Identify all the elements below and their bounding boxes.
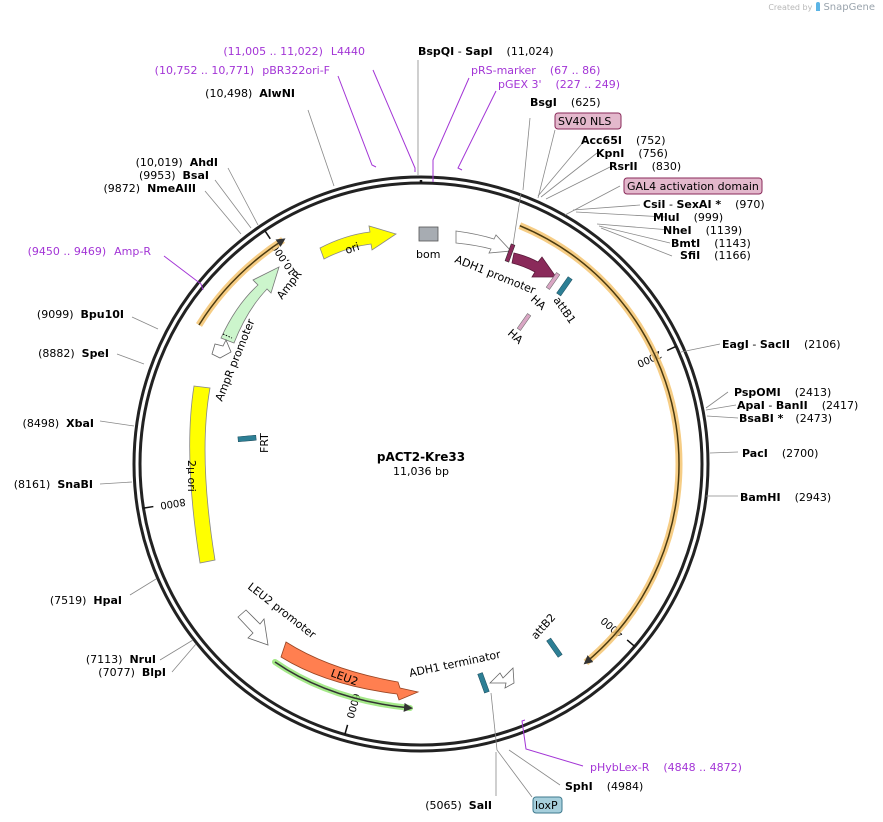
feature-ori[interactable]: ori xyxy=(319,225,397,260)
svg-text:BspQI - SapI(11,024): BspQI - SapI(11,024) xyxy=(418,45,554,58)
credit-prefix: Created by xyxy=(768,3,813,12)
svg-text:HA: HA xyxy=(505,327,526,348)
svg-text:MluI(999): MluI(999) xyxy=(653,211,723,224)
svg-text:pHybLex-R(4848 .. 4872): pHybLex-R(4848 .. 4872) xyxy=(590,761,742,774)
primer-name: L4440 xyxy=(331,45,365,58)
svg-text:(9099)Bpu10I: (9099)Bpu10I xyxy=(37,308,124,321)
svg-text:ADH1 terminator: ADH1 terminator xyxy=(408,648,502,680)
svg-text:2μ ori: 2μ ori xyxy=(185,460,198,492)
svg-text:Acc65I(752): Acc65I(752) xyxy=(581,134,666,147)
svg-text:(5065)SalI: (5065)SalI xyxy=(425,799,492,812)
gal4-orf-arrow xyxy=(518,222,683,666)
svg-text:LEU2: LEU2 xyxy=(329,667,360,689)
feature-attb1[interactable]: attB1 xyxy=(551,276,579,327)
svg-text:loxP: loxP xyxy=(535,799,558,812)
svg-text:PacI(2700): PacI(2700) xyxy=(742,447,818,460)
tick-mark xyxy=(143,505,154,509)
gal4-activation-domain-label[interactable]: GAL4 activation domain xyxy=(623,177,763,195)
primer-leaders xyxy=(163,69,584,767)
svg-text:KpnI(756): KpnI(756) xyxy=(596,147,668,160)
ampr-orf-arrow xyxy=(196,237,286,327)
svg-text:attB2: attB2 xyxy=(529,611,559,642)
svg-text:(9450 .. 9469)Amp-R: (9450 .. 9469)Amp-R xyxy=(28,245,152,258)
svg-text:SV40 NLS: SV40 NLS xyxy=(558,115,611,128)
svg-text:(9872)NmeAIII: (9872)NmeAIII xyxy=(104,182,197,195)
svg-text:BmtI(1143): BmtI(1143) xyxy=(671,237,751,250)
svg-text:(11,005 .. 11,022)L4440: (11,005 .. 11,022) L4440 xyxy=(223,45,365,58)
plasmid-title: pACT2-Kre33 11,036 bp xyxy=(377,450,465,478)
svg-text:GAL4 activation domain: GAL4 activation domain xyxy=(627,180,759,193)
snapgene-logo-icon xyxy=(815,2,820,11)
feature-adh1-terminator[interactable]: ADH1 terminator xyxy=(408,648,515,694)
plasmid-name: pACT2-Kre33 xyxy=(377,450,465,464)
svg-text:BsaBI *(2473): BsaBI *(2473) xyxy=(739,412,832,425)
svg-text:(7113)NruI: (7113)NruI xyxy=(86,653,156,666)
feature-bom[interactable]: bom xyxy=(416,226,440,261)
plasmid-length: 11,036 bp xyxy=(393,465,449,478)
svg-text:AmpR: AmpR xyxy=(274,268,305,302)
svg-text:SfiI(1166): SfiI(1166) xyxy=(680,249,751,262)
feature-ha-2[interactable]: HA xyxy=(505,313,532,348)
tick-mark xyxy=(666,345,677,352)
svg-text:attB1: attB1 xyxy=(551,294,579,326)
leu2-orf-arrow xyxy=(272,659,413,712)
feature-leu2-promoter[interactable]: LEU2 promoter xyxy=(237,580,319,646)
svg-text:pRS-marker(67 .. 86): pRS-marker(67 .. 86) xyxy=(471,64,600,77)
svg-text:FRT: FRT xyxy=(258,433,271,453)
enzyme-labels: BspQI - SapI(11,024) BsgI(625) Acc65I(75… xyxy=(14,45,859,812)
svg-text:(10,019)AhdI: (10,019)AhdI xyxy=(136,156,218,169)
svg-text:SphI(4984): SphI(4984) xyxy=(565,780,643,793)
svg-text:(8498)XbaI: (8498)XbaI xyxy=(23,417,94,430)
svg-text:ori: ori xyxy=(343,240,361,257)
tick-mark xyxy=(626,639,636,647)
svg-text:(8161)SnaBI: (8161)SnaBI xyxy=(14,478,93,491)
svg-text:CsiI - SexAI *(970): CsiI - SexAI *(970) xyxy=(643,198,765,211)
sv40-nls-label[interactable]: SV40 NLS xyxy=(554,112,622,130)
svg-text:PspOMI(2413): PspOMI(2413) xyxy=(734,386,831,399)
svg-text:(7519)HpaI: (7519)HpaI xyxy=(50,594,122,607)
tick-mark xyxy=(264,230,271,240)
leader-lines xyxy=(99,60,739,798)
enzyme-name: BspQI xyxy=(418,45,454,58)
svg-text:(10,752 .. 10,771)pBR322ori-F: (10,752 .. 10,771)pBR322ori-F xyxy=(155,64,330,77)
feature-gal4-activation-domain[interactable] xyxy=(504,243,557,278)
svg-text:NheI(1139): NheI(1139) xyxy=(663,224,742,237)
feature-leu2[interactable]: LEU2 xyxy=(280,641,420,701)
svg-text:EagI - SacII(2106): EagI - SacII(2106) xyxy=(722,338,841,351)
feature-2mu-ori[interactable]: 2μ ori xyxy=(185,385,216,564)
svg-text:(10,498)AlwNI: (10,498)AlwNI xyxy=(205,87,295,100)
svg-text:ApaI - BanII(2417): ApaI - BanII(2417) xyxy=(737,399,858,412)
svg-text:bom: bom xyxy=(416,248,440,261)
snapgene-credit: Created by SnapGene xyxy=(768,2,875,13)
feature-attb2[interactable]: attB2 xyxy=(529,611,563,658)
svg-text:(9953)BsaI: (9953)BsaI xyxy=(139,169,209,182)
tick-label: 8000 xyxy=(159,496,186,511)
feature-frt[interactable]: FRT xyxy=(237,433,271,453)
tick-mark xyxy=(344,724,349,735)
primer-labels: (11,005 .. 11,022) L4440 (10,752 .. 10,77… xyxy=(28,45,742,774)
credit-brand: SnapGene xyxy=(823,2,875,13)
svg-text:BamHI(2943): BamHI(2943) xyxy=(740,491,831,504)
svg-text:(7077)BlpI: (7077)BlpI xyxy=(98,666,166,679)
svg-text:BsgI(625): BsgI(625) xyxy=(530,96,601,109)
loxp-label[interactable]: loxP xyxy=(532,796,563,814)
primer-range: (11,005 .. 11,022) xyxy=(223,45,323,58)
svg-text:RsrII(830): RsrII(830) xyxy=(609,160,681,173)
svg-text:pGEX 3'(227 .. 249): pGEX 3'(227 .. 249) xyxy=(498,78,620,91)
svg-text:(8882)SpeI: (8882)SpeI xyxy=(38,347,109,360)
